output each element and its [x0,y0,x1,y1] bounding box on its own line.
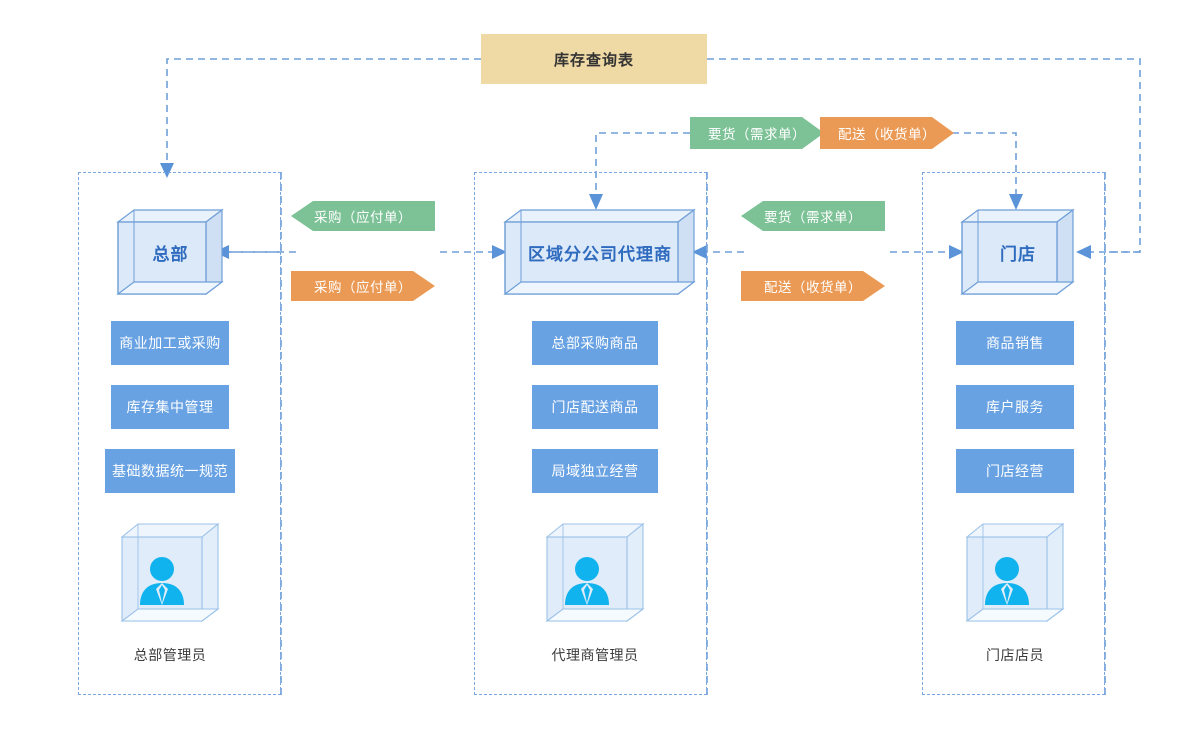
actor-label-agent: 代理商管理员 [551,647,639,663]
feature-chip[interactable]: 商业加工或采购 [111,321,229,365]
feature-chip[interactable]: 局域独立经营 [532,449,658,493]
flow-top-deliver[interactable]: 配送（收货单） [820,117,954,149]
flow-label: 配送（收货单） [838,127,936,142]
flow-label: 配送（收货单） [764,280,862,295]
flow-label: 要货（需求单） [708,127,806,142]
feature-label: 商业加工或采购 [119,335,221,351]
feature-label: 门店配送商品 [551,399,639,415]
node-label: 总部 [152,244,189,264]
cube-3d-shape [503,208,696,296]
feature-label: 基础数据统一规范 [112,463,228,479]
person-cube-3d-shape [965,522,1065,623]
feature-chip[interactable]: 总部采购商品 [532,321,658,365]
feature-chip[interactable]: 门店经营 [956,449,1074,493]
banner-label: 库存查询表 [553,51,634,69]
column-container-headquarters [78,172,281,695]
person-icon [140,557,184,605]
flow-left-purchase-orange[interactable]: 采购（应付单） [291,271,435,301]
flow-right-demand[interactable]: 要货（需求单） [741,201,885,231]
feature-label: 商品销售 [986,335,1044,351]
node-headquarters[interactable]: 总部 [116,208,224,296]
flow-right-deliver[interactable]: 配送（收货单） [741,271,885,301]
feature-chip[interactable]: 门店配送商品 [532,385,658,429]
actor-label-store: 门店店员 [986,647,1044,663]
node-label: 区域分公司代理商 [528,244,672,264]
feature-label: 库户服务 [986,399,1044,415]
inventory-query-banner[interactable]: 库存查询表 [481,34,707,84]
flow-label: 采购（应付单） [314,280,412,295]
feature-label: 总部采购商品 [551,335,639,351]
feature-chip[interactable]: 基础数据统一规范 [105,449,235,493]
actor-agent-admin[interactable] [545,521,645,623]
person-icon [985,557,1029,605]
node-label: 门店 [1000,244,1036,264]
flow-label: 采购（应付单） [314,210,412,225]
actor-label-headquarters: 总部管理员 [133,647,207,663]
cube-3d-shape [116,208,224,296]
node-regional-agent[interactable]: 区域分公司代理商 [503,208,696,296]
cube-3d-shape [960,208,1075,296]
person-cube-3d-shape [120,522,220,623]
feature-label: 库存集中管理 [126,399,214,415]
column-container-store [922,172,1105,695]
actor-headquarters-admin[interactable] [120,521,220,623]
column-container-regional-agent [474,172,707,695]
person-icon [565,557,609,605]
person-cube-3d-shape [545,522,645,623]
flow-left-purchase-green[interactable]: 采购（应付单） [291,201,435,231]
feature-label: 门店经营 [986,463,1044,479]
flow-top-demand[interactable]: 要货（需求单） [690,117,824,149]
feature-chip[interactable]: 库存集中管理 [111,385,229,429]
feature-chip[interactable]: 商品销售 [956,321,1074,365]
flow-label: 要货（需求单） [764,210,862,225]
actor-store-clerk[interactable] [965,521,1065,623]
node-store[interactable]: 门店 [960,208,1075,296]
feature-label: 局域独立经营 [551,463,639,479]
feature-chip[interactable]: 库户服务 [956,385,1074,429]
